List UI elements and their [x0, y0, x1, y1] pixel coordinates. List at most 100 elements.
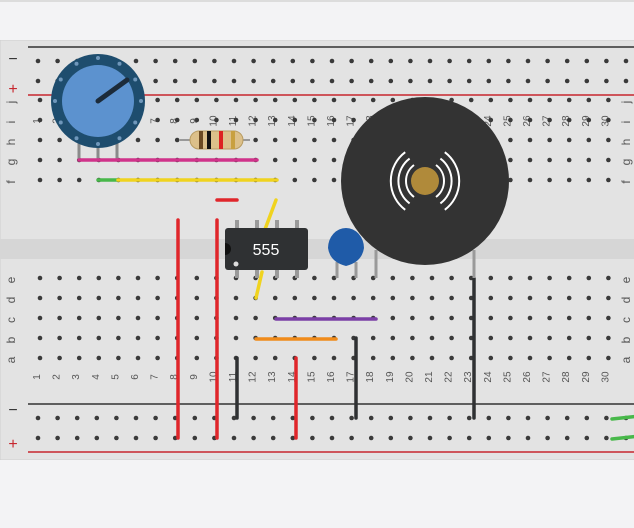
row-letter-right: i	[619, 121, 633, 124]
terminal-hole	[606, 315, 611, 321]
rail-hole	[310, 415, 315, 421]
rail-hole	[604, 415, 609, 421]
rail-hole	[251, 58, 256, 64]
column-number-top: 17	[346, 115, 357, 127]
column-number-top: 8	[169, 118, 180, 124]
rail-hole	[427, 415, 433, 421]
rail-hole	[408, 78, 413, 84]
terminal-hole	[96, 335, 102, 341]
rail-hole	[153, 415, 158, 421]
terminal-hole	[312, 295, 317, 301]
capacitor[interactable]	[328, 228, 364, 278]
terminal-hole	[606, 275, 611, 281]
terminal-hole	[116, 315, 121, 321]
rail-hole	[270, 78, 276, 84]
rail-hole	[564, 415, 570, 421]
potentiometer-ring-dot	[53, 99, 57, 103]
terminal-hole	[410, 295, 415, 301]
resistor-band	[207, 131, 211, 149]
terminal-hole	[292, 117, 298, 123]
terminal-hole	[547, 177, 552, 183]
terminal-hole	[57, 355, 62, 361]
rail-hole	[114, 435, 119, 441]
column-number-bottom: 24	[483, 371, 494, 383]
green-wire-rail[interactable]	[610, 414, 634, 421]
potentiometer[interactable]	[51, 54, 145, 148]
rail-hole	[623, 58, 629, 64]
ic-pin	[275, 220, 279, 230]
terminal-hole	[37, 315, 43, 321]
resistor-body	[189, 130, 244, 150]
column-number-bottom: 19	[385, 371, 396, 383]
ic-pin1-dot	[233, 261, 239, 267]
ic-label: 555	[253, 242, 280, 259]
terminal-hole	[527, 275, 533, 281]
yellow-wire-diagonal[interactable]	[254, 270, 264, 300]
terminal-hole	[606, 157, 611, 163]
row-letter-left: c	[4, 317, 18, 323]
terminal-hole	[586, 295, 592, 301]
terminal-hole	[370, 97, 376, 103]
terminal-hole	[586, 157, 592, 163]
column-number-top: 27	[542, 115, 553, 127]
rail-hole	[349, 78, 354, 84]
capacitor-body	[328, 228, 364, 266]
terminal-hole	[547, 117, 552, 123]
terminal-hole	[566, 275, 572, 281]
terminal-hole	[566, 295, 572, 301]
terminal-hole	[37, 157, 43, 163]
bottom-plus-label: +	[8, 436, 17, 453]
ic-555[interactable]: 555	[225, 220, 308, 278]
terminal-hole	[370, 335, 376, 341]
row-letter-right: h	[619, 139, 633, 146]
terminal-hole	[292, 295, 298, 301]
terminal-hole	[57, 177, 62, 183]
terminal-hole	[606, 117, 611, 123]
terminal-hole	[37, 137, 43, 143]
column-number-bottom: 20	[404, 371, 415, 383]
terminal-hole	[410, 335, 415, 341]
resistor[interactable]	[189, 130, 244, 150]
terminal-hole	[292, 97, 298, 103]
terminal-hole	[292, 177, 298, 183]
terminal-hole	[116, 295, 121, 301]
row-letter-right: j	[619, 101, 633, 105]
row-letter-left: h	[4, 139, 18, 146]
terminal-hole	[351, 295, 356, 301]
rail-hole	[466, 58, 472, 64]
terminal-hole	[76, 355, 82, 361]
green-wire-rail[interactable]	[610, 434, 634, 441]
column-number-top: 7	[150, 118, 161, 124]
terminal-hole	[135, 335, 141, 341]
potentiometer-ring-dot	[133, 77, 138, 82]
terminal-hole	[76, 335, 82, 341]
terminal-hole	[312, 275, 317, 281]
terminal-hole	[508, 157, 513, 163]
terminal-hole	[331, 157, 337, 163]
terminal-hole	[429, 275, 435, 281]
column-number-bottom: 25	[502, 371, 513, 383]
terminal-hole	[116, 355, 121, 361]
rail-hole	[427, 435, 433, 441]
terminal-hole	[547, 275, 552, 281]
column-number-top: 25	[502, 115, 513, 127]
buzzer[interactable]	[341, 97, 509, 278]
terminal-hole	[547, 315, 552, 321]
terminal-hole	[331, 295, 337, 301]
column-number-bottom: 17	[346, 371, 357, 383]
terminal-hole	[37, 97, 43, 103]
rail-hole	[525, 435, 531, 441]
rail-hole	[74, 415, 80, 421]
rail-hole	[290, 415, 296, 421]
rail-hole	[231, 58, 237, 64]
terminal-hole	[312, 177, 317, 183]
terminal-hole	[547, 335, 552, 341]
terminal-hole	[214, 97, 219, 103]
terminal-hole	[508, 177, 513, 183]
terminal-hole	[606, 295, 611, 301]
terminal-hole	[57, 295, 62, 301]
terminal-hole	[76, 275, 82, 281]
yellow-wire-diagonal[interactable]	[262, 198, 278, 234]
bottom-minus-label: −	[8, 402, 17, 419]
